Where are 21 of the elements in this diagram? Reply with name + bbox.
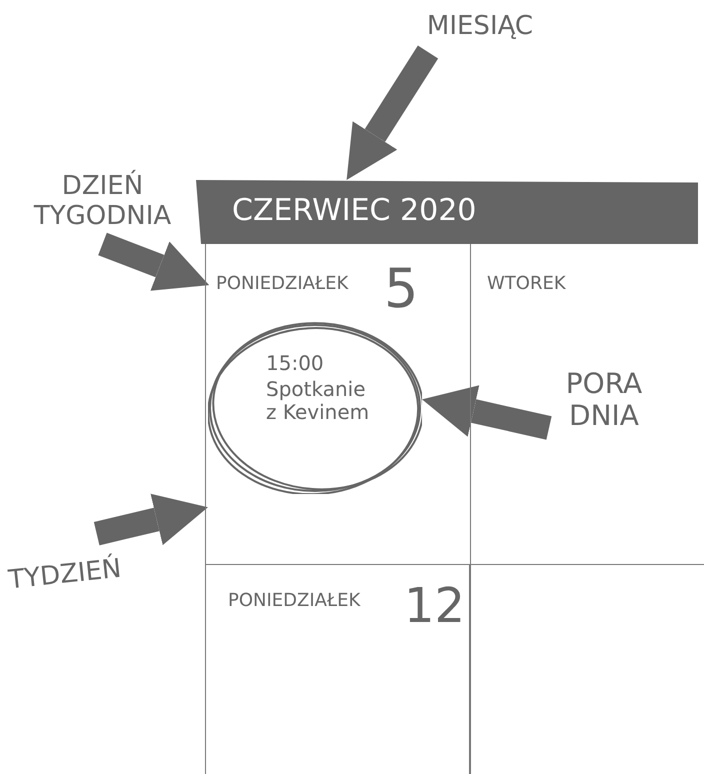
event-ellipse xyxy=(208,322,422,494)
month-header-bar xyxy=(196,180,698,244)
callout-label: PORA DNIA xyxy=(564,368,644,432)
month-title: CZERWIEC 2020 xyxy=(232,194,476,228)
arrow xyxy=(346,46,438,180)
arrow xyxy=(94,494,208,546)
day-name: PONIEDZIAŁEK xyxy=(216,274,348,295)
day-name: WTOREK xyxy=(487,274,566,295)
callout-label: DZIEŃ TYGODNIA xyxy=(32,172,172,232)
callout-label: TYDZIEŃ xyxy=(7,554,123,596)
day-number: 12 xyxy=(404,579,466,634)
arrow xyxy=(422,385,552,440)
day-cell xyxy=(206,244,471,565)
day-number: 5 xyxy=(384,258,418,320)
event-time: 15:00 xyxy=(266,352,324,375)
day-name: PONIEDZIAŁEK xyxy=(228,591,360,612)
day-cell xyxy=(205,565,470,774)
callout-label: MIESIĄC xyxy=(426,12,534,42)
event-title: Spotkanie z Kevinem xyxy=(266,378,370,424)
week-row xyxy=(205,244,704,565)
arrow xyxy=(98,232,210,291)
